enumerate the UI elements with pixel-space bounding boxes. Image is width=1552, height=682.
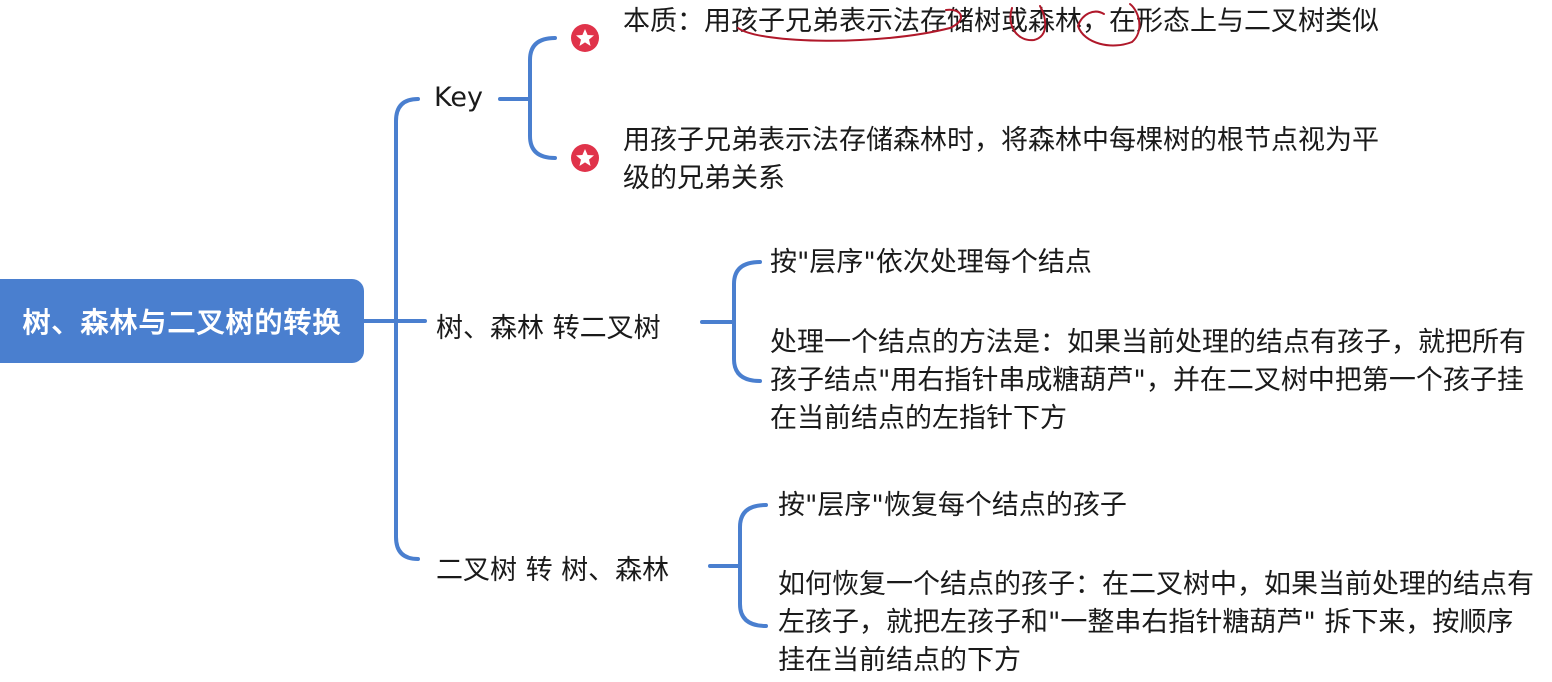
branch-tree-to-binary[interactable]: 树、森林 转二叉树: [436, 306, 661, 345]
branch-label: 二叉树 转 树、森林: [436, 555, 670, 586]
connector-key-bracket: [528, 36, 557, 160]
leaf-binary-to-tree-order: 按"层序"恢复每个结点的孩子: [778, 490, 1127, 521]
branch-binary-to-tree[interactable]: 二叉树 转 树、森林: [436, 548, 669, 587]
leaf-key-forest: 用孩子兄弟表示法存储森林时，将森林中每棵树的根节点视为平级的兄弟关系: [623, 125, 1379, 194]
root-node[interactable]: 树、森林与二叉树的转换: [0, 279, 364, 363]
branch-label: Key: [434, 82, 483, 113]
leaf-tree-to-binary-method: 处理一个结点的方法是：如果当前处理的结点有孩子，就把所有孩子结点"用右指针串成糖…: [770, 327, 1526, 434]
leaf-binary-to-tree-method: 如何恢复一个结点的孩子：在二叉树中，如果当前处理的结点有左孩子，就把左孩子和"一…: [778, 569, 1534, 676]
star-icon: [571, 144, 599, 172]
branch-label: 树、森林 转二叉树: [436, 313, 661, 344]
branch-key[interactable]: Key: [434, 82, 483, 113]
connector-branch2-bracket: [732, 260, 762, 383]
connector-main-bracket: [394, 97, 420, 561]
leaf-tree-to-binary-order: 按"层序"依次处理每个结点: [770, 247, 1092, 278]
leaf-key-essence: 本质：用孩子兄弟表示法存储树或森林，在形态上与二叉树类似: [623, 6, 1379, 37]
star-icon: [571, 24, 599, 52]
root-label: 树、森林与二叉树的转换: [22, 306, 342, 339]
connector-branch3-bracket: [738, 503, 768, 628]
